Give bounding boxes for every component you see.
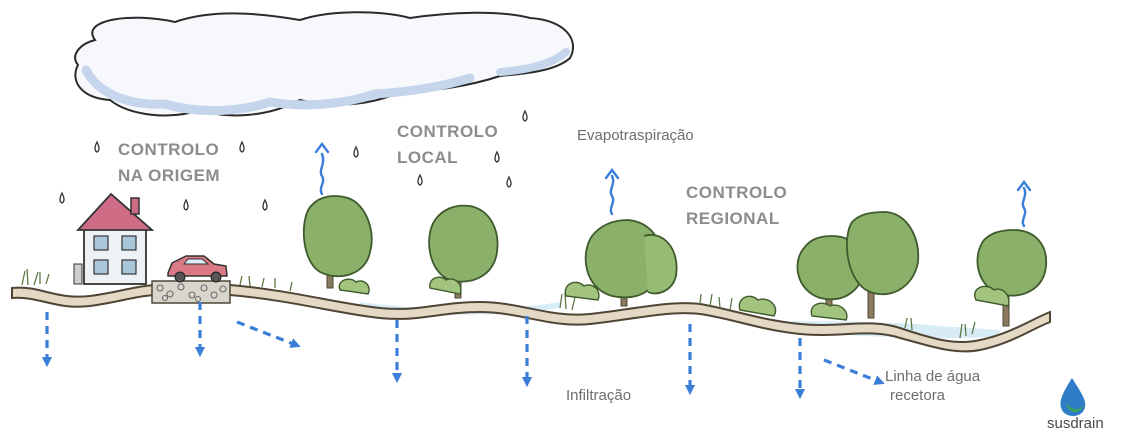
- up-wavy-arrow-icon: [1016, 180, 1032, 228]
- receiving-watercourse-label: Linha de água recetora: [885, 367, 980, 405]
- car: [167, 255, 228, 283]
- source-control-label: CONTROLO NA ORIGEM: [118, 137, 220, 189]
- lateral-flow-arrow-icon: [236, 320, 301, 348]
- shrubs: [338, 276, 1010, 321]
- receiving-watercourse-line-2: recetora: [890, 387, 946, 404]
- susdrain-logo-text: susdrain: [1047, 415, 1104, 432]
- source-control-line-2: NA ORIGEM: [118, 166, 221, 185]
- tree: [302, 195, 373, 289]
- up-wavy-arrow-icon: [604, 168, 620, 216]
- source-control-line-1: CONTROLO: [118, 140, 220, 159]
- tree: [584, 219, 678, 307]
- evapotranspiration-arrows: [314, 142, 1032, 228]
- tree: [976, 229, 1047, 327]
- local-control-label: CONTROLO LOCAL: [397, 119, 498, 171]
- lateral-flow-arrow-icon: [823, 358, 885, 385]
- trees: [302, 195, 1047, 327]
- local-control-line-2: LOCAL: [397, 148, 459, 167]
- water-drop-logo-icon: [1060, 378, 1086, 416]
- regional-control-label: CONTROLO REGIONAL: [686, 180, 787, 232]
- up-wavy-arrow-icon: [314, 142, 330, 196]
- infiltration-arrows: [41, 302, 885, 400]
- grass-tufts: [21, 268, 976, 339]
- evapotranspiration-label: Evapotraspiração: [577, 127, 694, 144]
- regional-control-line-2: REGIONAL: [686, 209, 780, 228]
- local-control-line-1: CONTROLO: [397, 122, 499, 141]
- tree: [846, 211, 920, 319]
- rain-cloud: [74, 11, 575, 117]
- raindrops: [59, 109, 528, 211]
- ground-profile: [11, 280, 1051, 353]
- house: [73, 192, 155, 285]
- infiltration-label: Infiltração: [566, 387, 632, 404]
- regional-control-line-1: CONTROLO: [686, 183, 788, 202]
- receiving-watercourse-line-1: Linha de água: [885, 368, 981, 385]
